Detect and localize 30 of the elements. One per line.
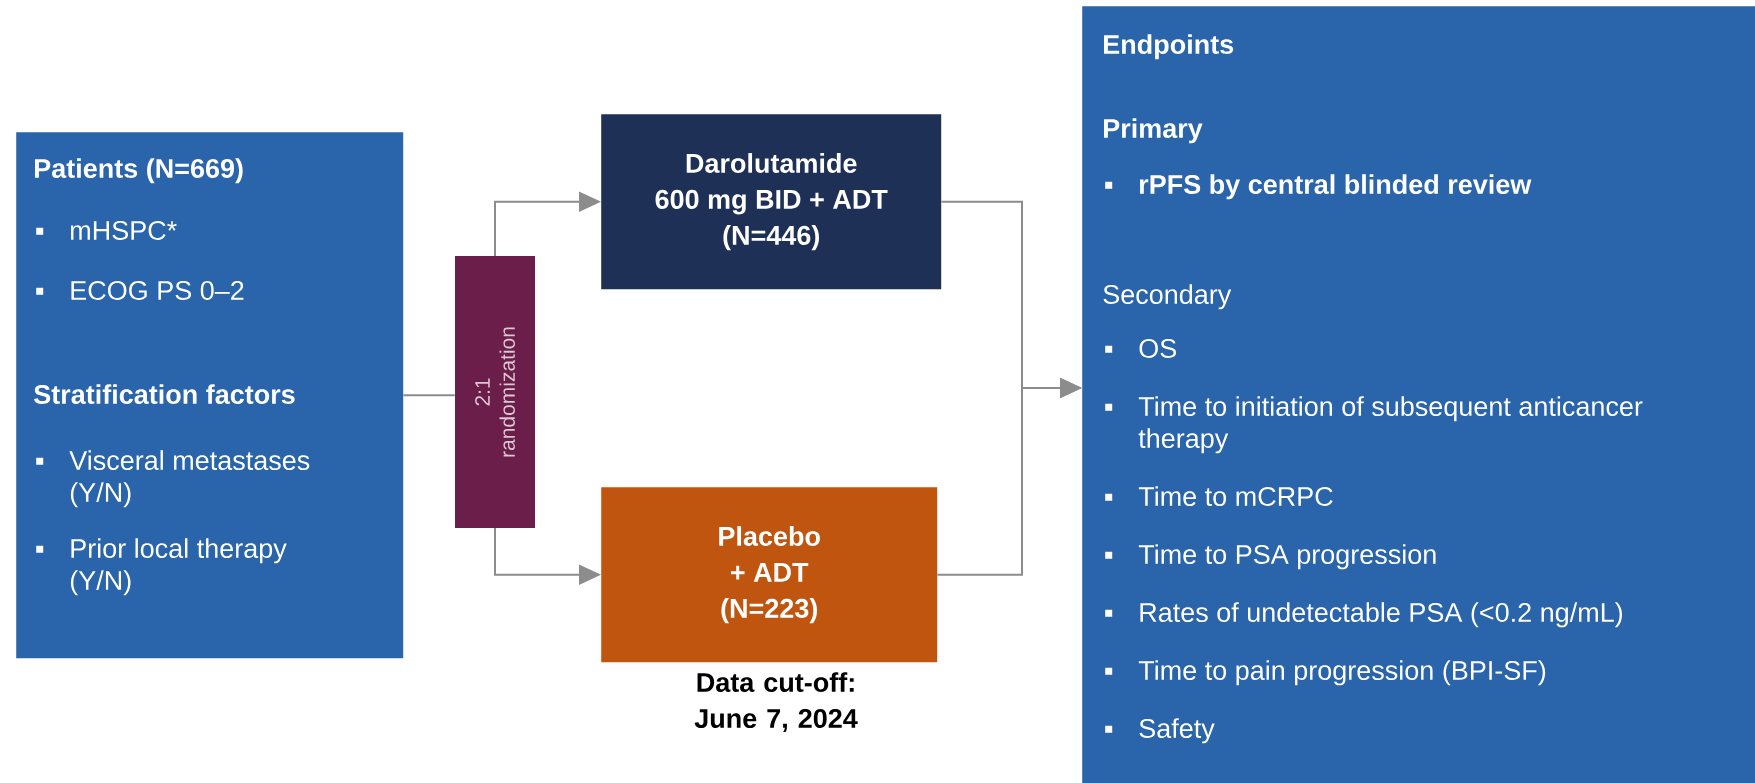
list-item: Time to mCRPC [1138,486,1333,506]
heading: Stratification factors [34,384,295,405]
list-item: Time to PSA progression [1138,544,1436,570]
heading: Primary [1104,118,1203,144]
info-box [1082,6,1755,783]
info-box [16,132,404,659]
box-label: + ADT [730,563,809,582]
randomization-bar [455,256,535,528]
box-label: 2:1 randomization [475,327,515,457]
box-label: 600 mg BID + ADT [655,189,888,215]
subheading: Secondary [1103,284,1232,310]
heading: Endpoints [1104,34,1234,60]
box-label: Placebo [719,526,820,546]
connector-line [402,394,456,397]
arm-box [601,487,938,663]
box-label: Darolutamide [686,153,857,173]
list-item: Prior local therapy (Y/N) [70,538,287,596]
heading: Patients (N=669) [35,158,243,184]
list-item: mHSPC* [71,220,177,241]
list-item: OS [1139,338,1176,359]
box-label: (N=223) [721,598,817,624]
list-item: Time to pain progression (BPI-SF) [1138,660,1546,686]
list-item: Safety [1139,718,1215,744]
arm-box [601,114,942,290]
list-item: Time to initiation of subsequent anticancer therapy [1138,396,1643,454]
list-item: ECOG PS 0–2 [71,280,244,301]
list-item: rPFS by central blinded review [1140,174,1532,200]
box-label: (N=446) [723,225,819,251]
list-item: Visceral metastases (Y/N) [69,450,310,508]
list-item: Rates of undetectable PSA (<0.2 ng/mL) [1140,602,1623,628]
